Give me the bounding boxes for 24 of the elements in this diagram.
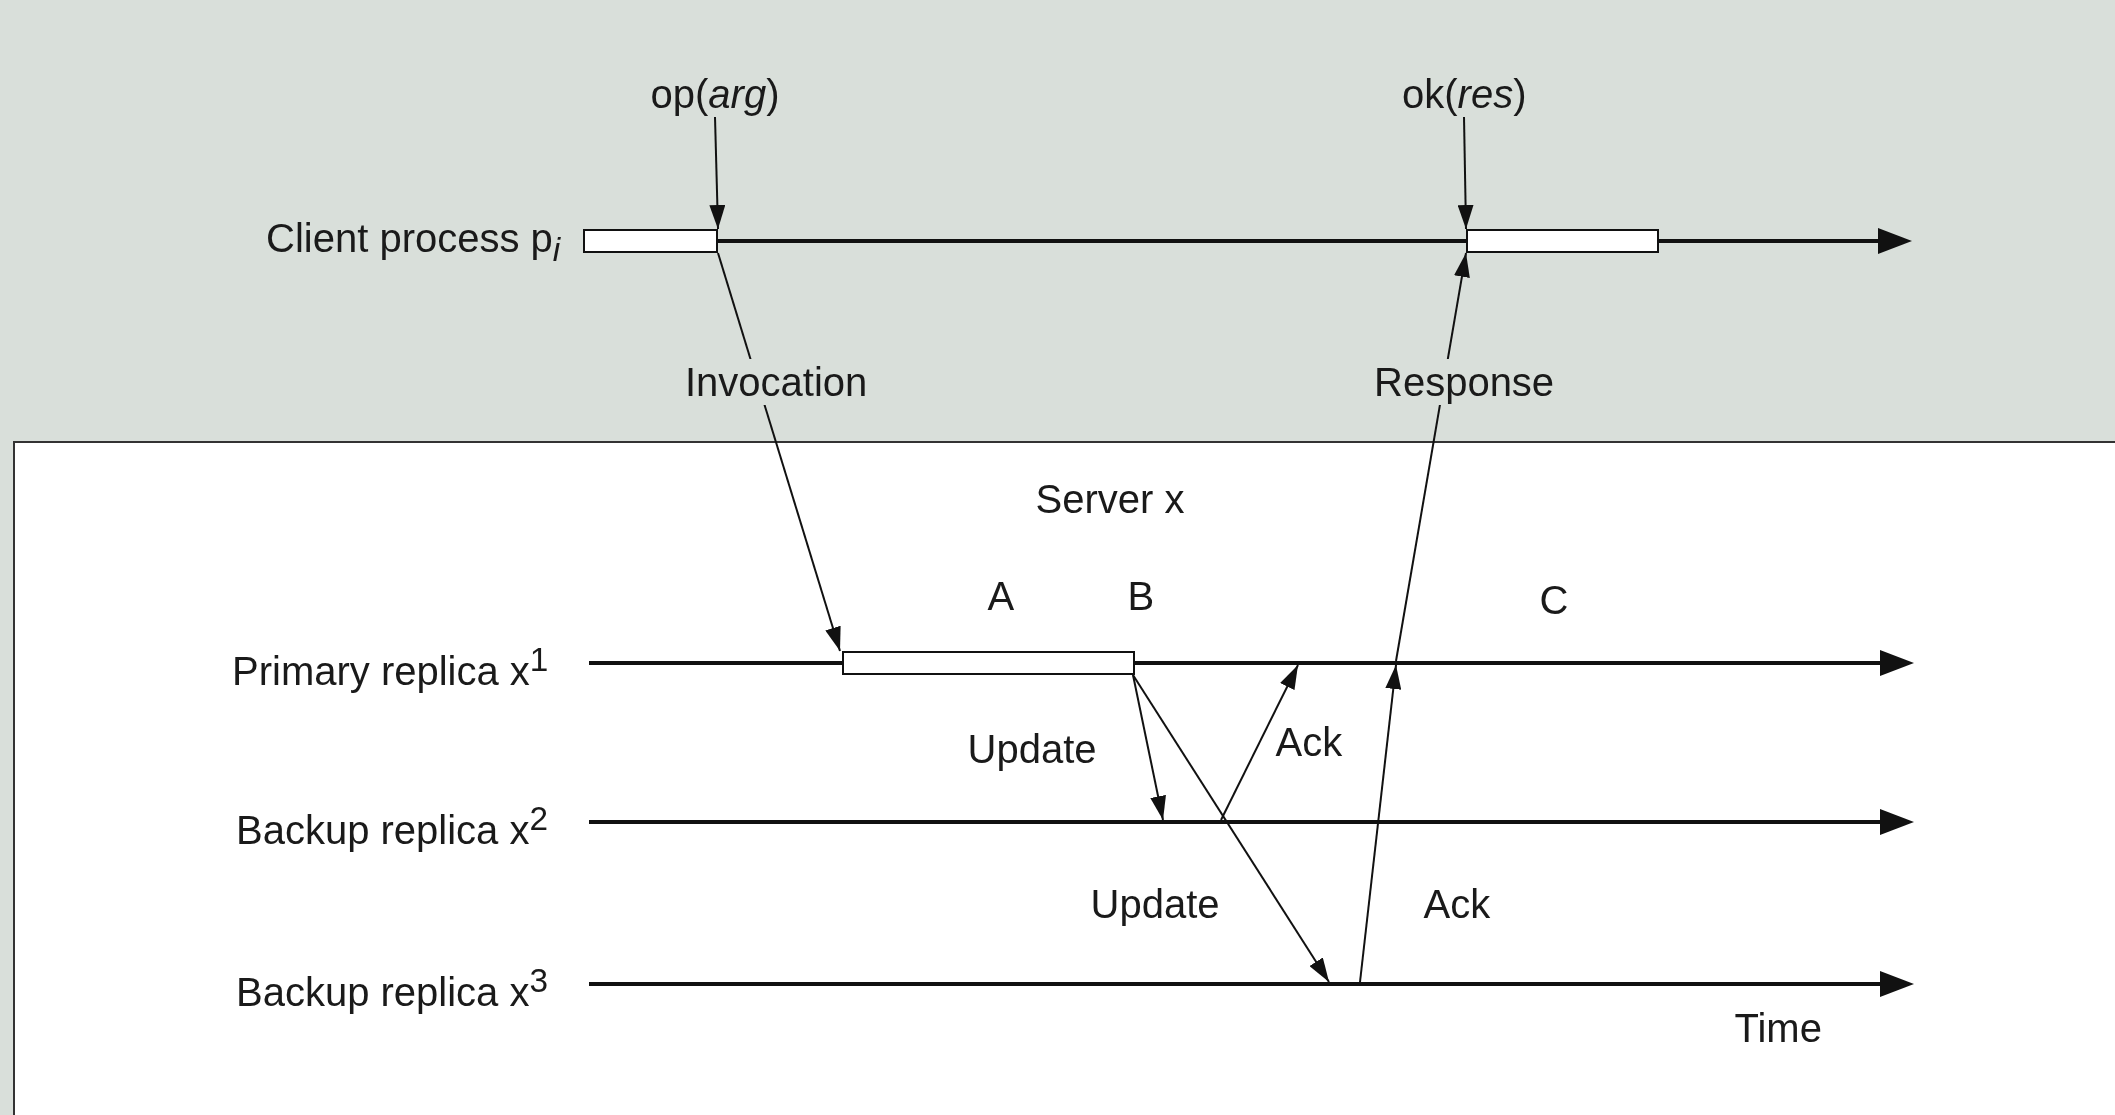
activity-bar: [583, 229, 718, 253]
axis-label: Time: [1734, 1005, 1822, 1051]
message-name: ok(res): [1402, 71, 1527, 117]
process-label: Client process p$_{i}$: [266, 215, 561, 270]
message-arrow: [1359, 664, 1402, 983]
panel-title: Server x: [1035, 476, 1185, 522]
point-marker: B: [1127, 573, 1155, 619]
activity-bar: [1466, 229, 1659, 253]
process-label: Backup replica x$^{3}$: [236, 961, 549, 1016]
timeline: [718, 239, 1466, 243]
message-arrow: [717, 252, 841, 652]
message-arrow: [1132, 674, 1330, 983]
message-arrow: [1395, 252, 1470, 662]
server-panel: [13, 441, 2115, 1115]
point-marker: A: [987, 573, 1015, 619]
message-name: op(arg): [650, 71, 780, 117]
message-arrow: [1220, 664, 1299, 821]
message-arrow: [709, 116, 726, 230]
message-arrow: [1132, 674, 1166, 821]
message-arrow: [1457, 116, 1474, 230]
point-marker: C: [1539, 577, 1569, 623]
process-label: Backup replica x$^{2}$: [236, 799, 549, 854]
process-label: Primary replica x$^{1}$: [232, 640, 549, 695]
activity-bar: [842, 651, 1135, 675]
